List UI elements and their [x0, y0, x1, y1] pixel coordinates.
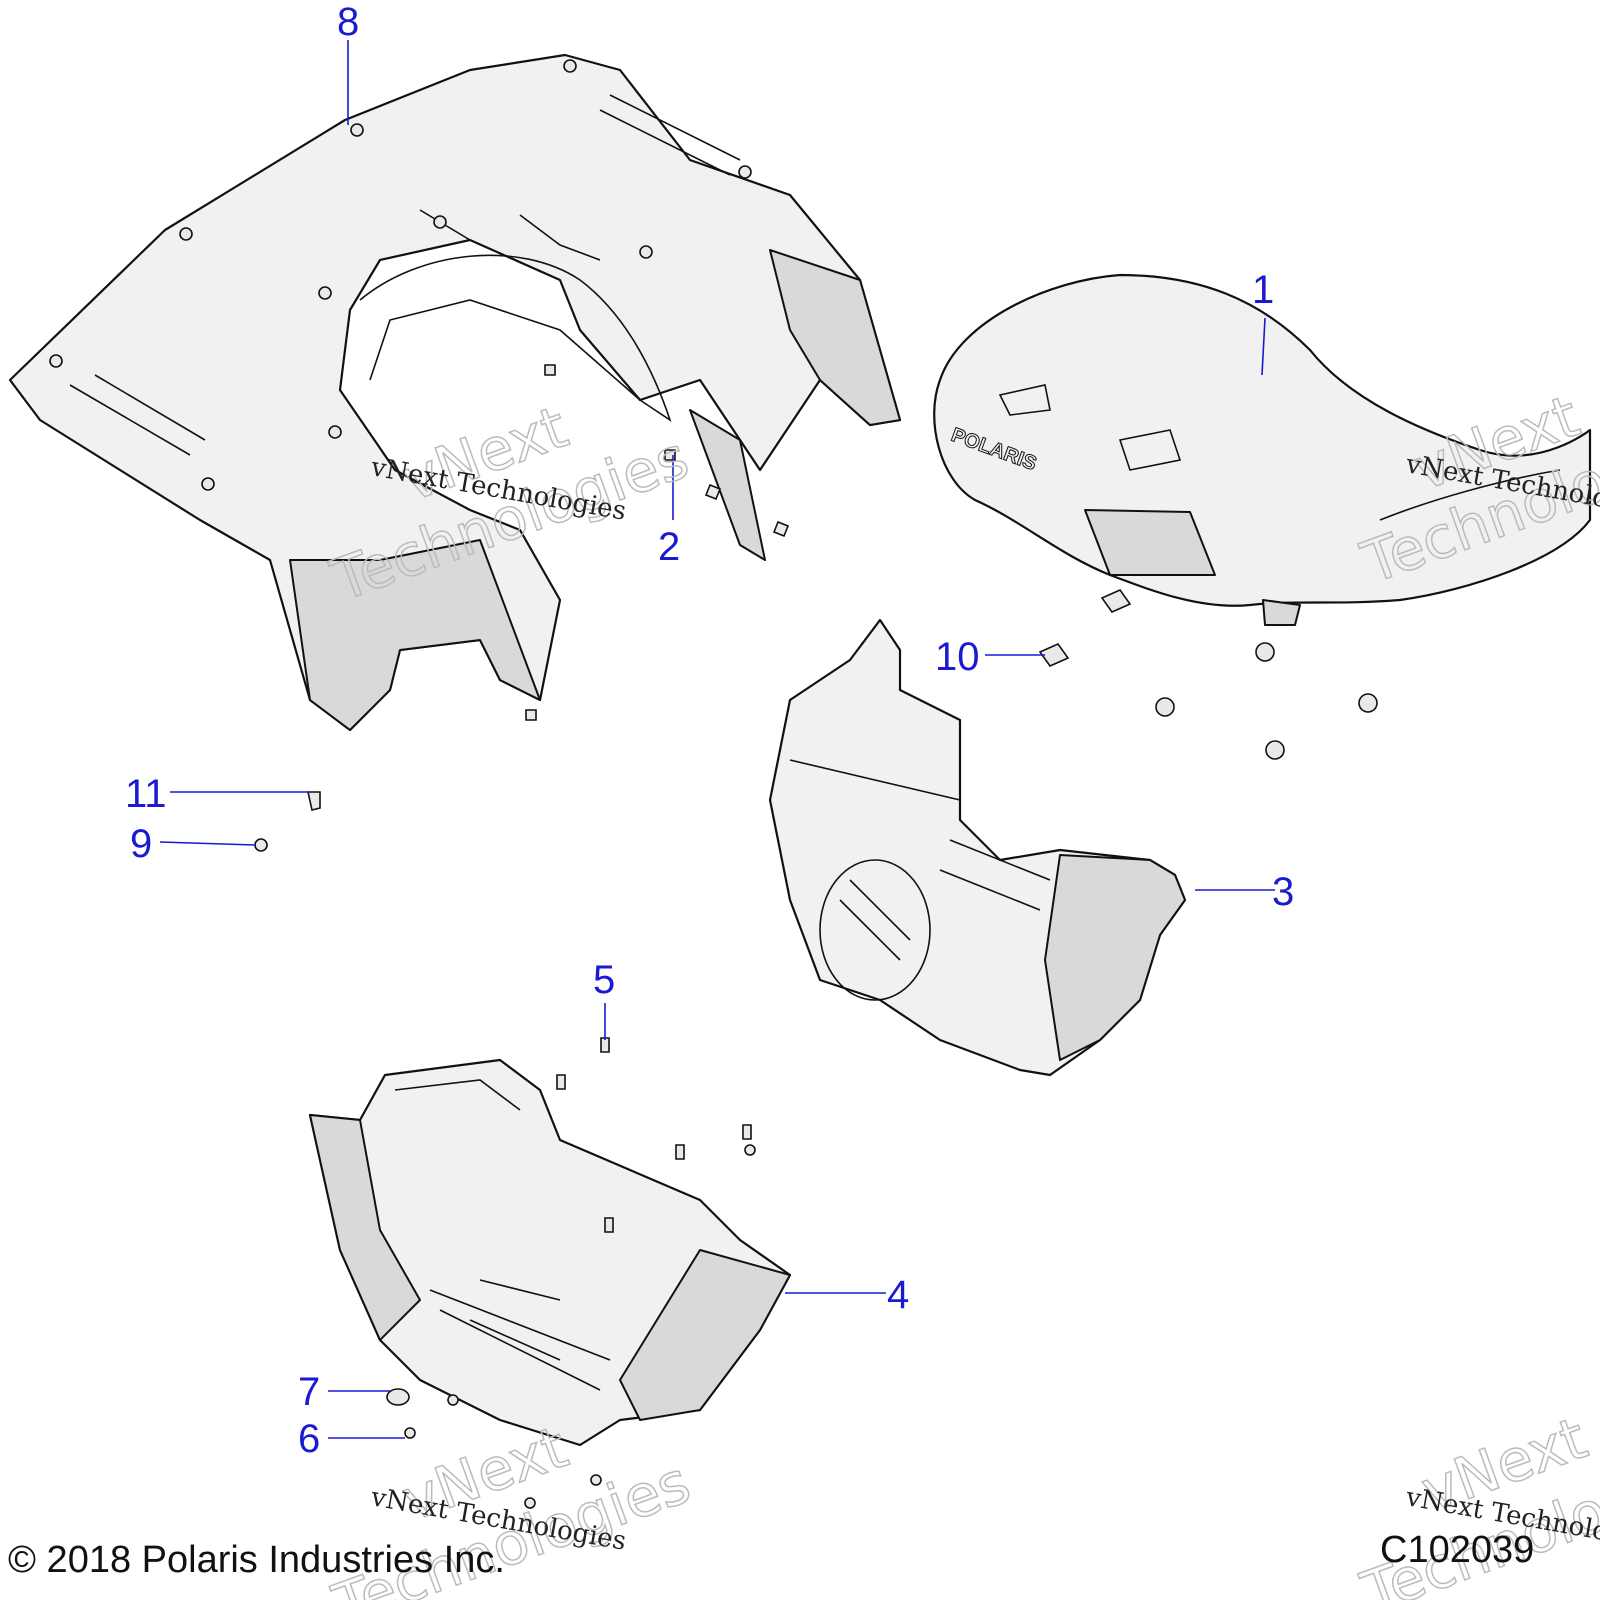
loose-hardware [254, 791, 416, 1439]
callout-5: 5 [593, 958, 615, 1002]
footer: © 2018 Polaris Industries Inc. C102039 [8, 1529, 1534, 1581]
callout-6: 6 [298, 1417, 320, 1461]
fender-fasteners [525, 364, 790, 721]
seat-grommets [1038, 589, 1378, 760]
callout-3: 3 [1272, 870, 1294, 914]
callout-1: 1 [1252, 268, 1274, 312]
callout-7: 7 [298, 1370, 320, 1414]
right-footwell-part [768, 618, 1187, 1077]
rear-fender-part [8, 53, 902, 732]
drawing-id: C102039 [1380, 1529, 1534, 1571]
callout-10: 10 [935, 635, 980, 679]
copyright-text: © 2018 Polaris Industries Inc. [8, 1539, 505, 1581]
left-footwell-part [308, 1058, 792, 1447]
callout-11: 11 [125, 772, 167, 816]
callout-2: 2 [658, 525, 680, 569]
seat-part: POLARIS [933, 273, 1592, 626]
callout-9: 9 [130, 822, 152, 866]
callout-labels: 1 2 3 4 5 6 7 8 9 10 11 [125, 0, 1294, 1461]
footwell-fasteners [447, 1037, 756, 1509]
callout-8: 8 [337, 0, 359, 44]
callout-leaders [159, 40, 1275, 1439]
callout-4: 4 [887, 1273, 909, 1317]
